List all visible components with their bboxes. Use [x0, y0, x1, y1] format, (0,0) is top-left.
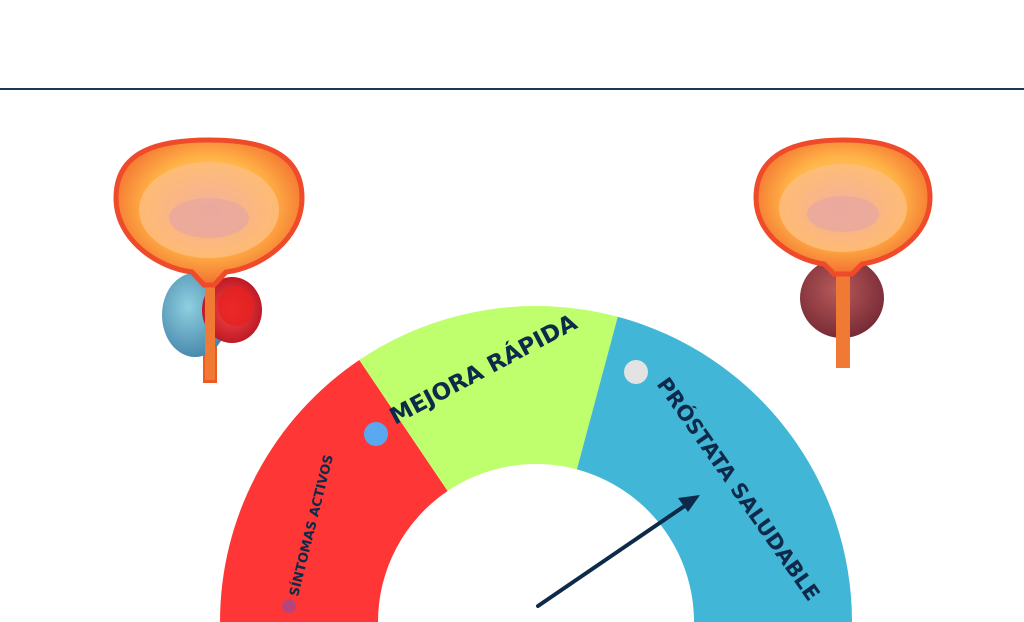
- gauge-dots: [282, 360, 648, 613]
- zone-rapid-improvement: [359, 305, 618, 492]
- top-divider: [0, 88, 1024, 90]
- gauge-zones: [220, 305, 852, 622]
- zone-active-symptoms: [220, 360, 448, 622]
- gauge-needle: [536, 495, 700, 608]
- healthy-prostate-icon: [753, 137, 933, 368]
- zone-dot-active-symptoms: [282, 599, 296, 613]
- zone-healthy-prostate: [576, 316, 852, 622]
- zone-dot-healthy-prostate: [624, 360, 648, 384]
- zone-dot-rapid-improvement: [364, 422, 388, 446]
- enlarged-prostate-icon: [113, 137, 305, 383]
